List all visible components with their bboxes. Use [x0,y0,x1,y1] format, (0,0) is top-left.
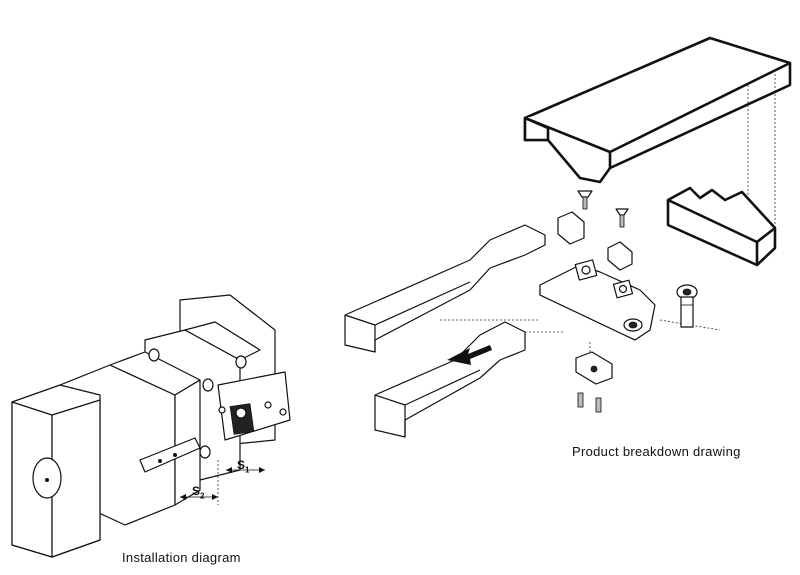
dimension-label-s1: S1 [237,458,250,475]
guide-pin [199,445,211,459]
wedge-block [557,211,585,245]
breakdown-assembly [344,36,792,438]
socket-head-bolt [676,284,698,328]
wedge-block [607,241,633,271]
guide-pin [202,378,214,392]
dimension-label-s2: S2 [192,484,205,501]
latch-bar [139,437,201,473]
set-screw [595,397,602,413]
set-screw [577,392,584,408]
guide-pin [148,348,160,362]
pull-direction-arrow [447,345,492,365]
product-breakdown-caption: Product breakdown drawing [572,444,741,459]
countersunk-screw [615,208,629,228]
countersunk-screw [577,190,593,210]
guide-pin [235,355,247,369]
installation-assembly [11,294,291,558]
installation-diagram-caption: Installation diagram [122,550,241,565]
